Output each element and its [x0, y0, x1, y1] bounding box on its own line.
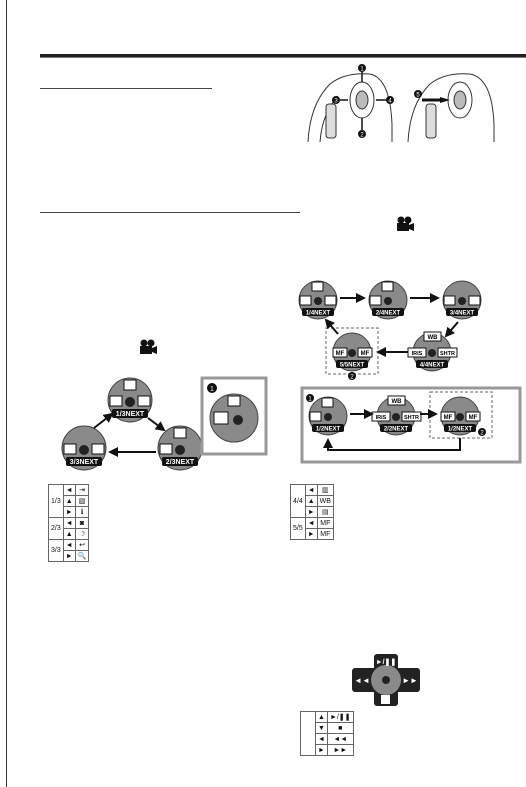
margin-rule [6, 0, 7, 787]
joystick-illustration: 1 2 3 4 5 [307, 64, 495, 143]
svg-text:►►: ►► [402, 676, 418, 685]
table-page: 4/4 [290, 484, 306, 518]
alt-page-3: 1/2NEXT [448, 427, 473, 433]
svg-text:1: 1 [210, 386, 214, 393]
callout-4: 4 [388, 99, 392, 105]
playback-control-pad: ►/❚❚ ◄◄ ►► [352, 654, 420, 706]
right-page-3: 3/4NEXT [450, 311, 475, 317]
shtr-label-alt: SHTR [404, 415, 419, 421]
callout-5: 5 [416, 93, 420, 99]
shtr-label: SHTR [440, 351, 455, 357]
right-function-table: 4/4◄▥ ▲WB ►▤ 5/5◄MF ►MF [290, 484, 334, 540]
right-page-2: 2/4NEXT [376, 311, 401, 317]
left-page-2: 2/3NEXT [166, 459, 195, 466]
left-page-1: 1/3NEXT [116, 411, 145, 418]
movie-camera-icon [397, 216, 414, 231]
table-page: 1/3 [48, 484, 64, 518]
table-page: 5/5 [290, 517, 306, 540]
mf-label-alt-1: MF [444, 415, 453, 421]
callout-2: 2 [360, 133, 364, 139]
svg-text:2: 2 [480, 431, 484, 437]
table-page: 3/3 [48, 539, 64, 562]
callout-3: 3 [334, 99, 338, 105]
playback-function-table: ▲►/❚❚ ▼■ ◄◄◄ ►►► [300, 711, 354, 756]
mf-label-alt-2: MF [469, 415, 478, 421]
alt-page-1: 1/2NEXT [316, 427, 341, 433]
left-function-table: 1/3◄⇥ ▲▧ ►ℹ 2/3◄◙ ▲☽ 3/3◄↩ ►🔍 [48, 484, 90, 562]
movie-camera-icon-2 [140, 339, 157, 354]
iris-label-alt: IRIS [376, 415, 387, 421]
alt-page-2: 2/2NEXT [384, 427, 409, 433]
svg-text:1: 1 [308, 397, 312, 403]
wb-label-alt: WB [392, 399, 403, 405]
left-page-3: 3/3NEXT [70, 459, 99, 466]
svg-text:►/❚❚: ►/❚❚ [376, 658, 397, 666]
right-page-1: 1/4NEXT [306, 311, 331, 317]
header-rule [40, 54, 526, 58]
right-menu-cycle-diagram: 1/4NEXT 2/4NEXT 3/4NEXT WB IRIS SHTR 4/4… [298, 280, 522, 464]
mf-label-2: MF [361, 351, 370, 357]
table-page: 2/3 [48, 517, 64, 540]
right-page-4: 4/4NEXT [420, 363, 445, 369]
section-heading-rule-2 [40, 212, 300, 213]
iris-label: IRIS [412, 351, 423, 357]
svg-text:◄◄: ◄◄ [354, 676, 370, 685]
right-page-5: 5/5NEXT [340, 363, 365, 369]
svg-text:2: 2 [350, 375, 354, 381]
section-heading-rule [40, 88, 212, 89]
callout-1: 1 [360, 67, 364, 73]
wb-label: WB [428, 335, 439, 341]
left-menu-cycle-diagram: 1/3NEXT 2/3NEXT 3/3NEXT 1 [61, 376, 268, 471]
mf-label-1: MF [336, 351, 345, 357]
